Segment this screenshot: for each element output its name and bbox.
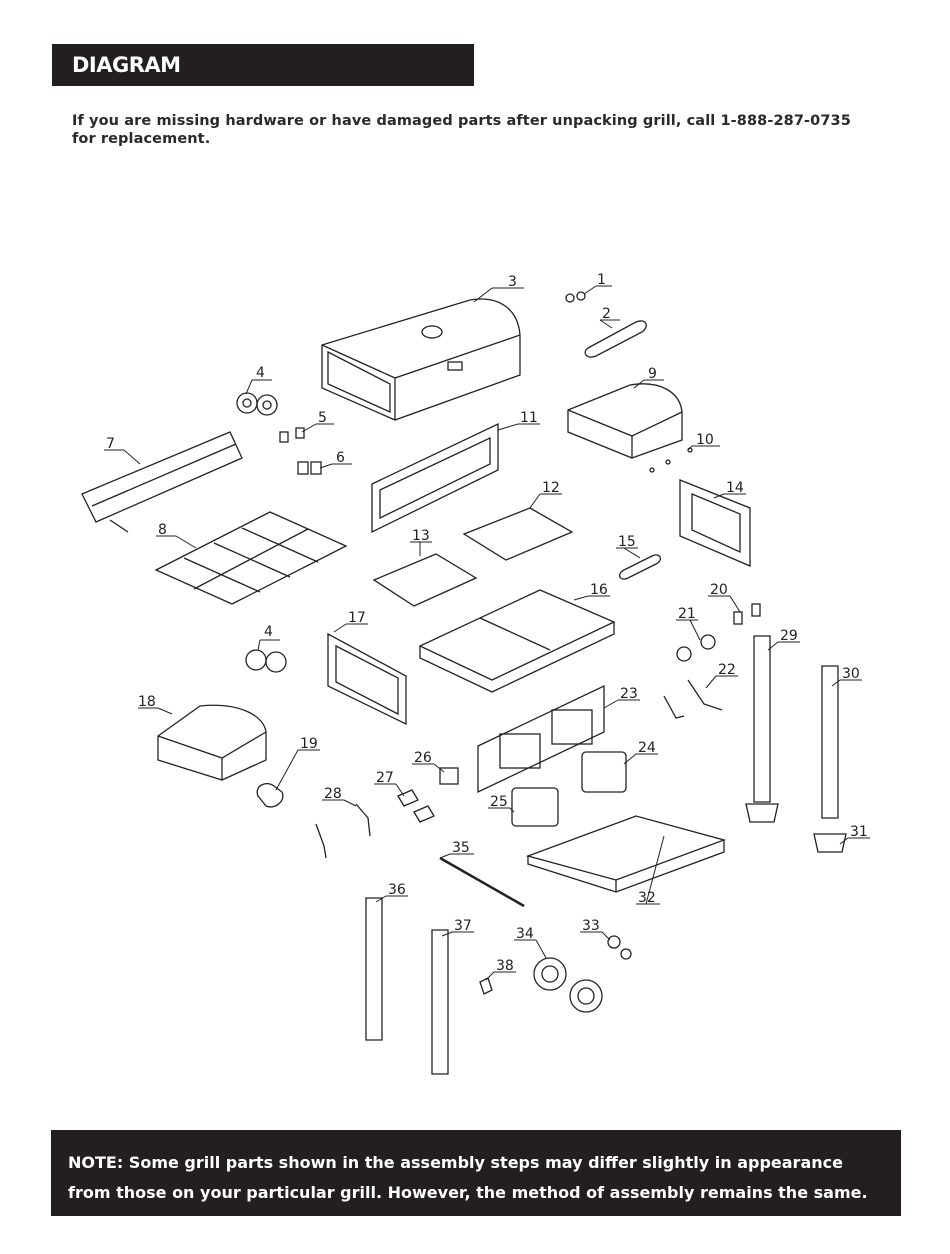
callout-16: 16 — [590, 582, 608, 598]
part-side-handle — [619, 554, 661, 580]
callout-33: 33 — [582, 918, 600, 934]
part-leg-foot — [813, 833, 847, 853]
callout-38: 38 — [496, 958, 514, 974]
callout-14: 14 — [726, 480, 744, 496]
part-control-knobs-lower — [245, 649, 287, 673]
callout-19: 19 — [300, 736, 318, 752]
part-lid — [321, 298, 521, 421]
section-title: DIAGRAM — [52, 44, 474, 86]
part-regulator-bracket — [439, 767, 459, 785]
note-line-2: from those on your particular grill. How… — [68, 1183, 868, 1202]
part-hook — [479, 977, 493, 995]
part-brackets — [279, 427, 322, 475]
part-rear-legs — [745, 635, 839, 823]
part-bottom-tray — [418, 589, 616, 693]
note-line-1: NOTE: Some grill parts shown in the asse… — [68, 1153, 843, 1172]
callout-34: 34 — [516, 926, 534, 942]
part-right-side-panel — [679, 479, 751, 567]
callout-13: 13 — [412, 528, 430, 544]
callout-32: 32 — [638, 890, 656, 906]
leader-lines — [104, 285, 870, 981]
callout-27: 27 — [376, 770, 394, 786]
part-igniters — [663, 679, 723, 719]
part-axle — [439, 856, 525, 908]
callout-29: 29 — [780, 628, 798, 644]
intro-text: If you are missing hardware or have dama… — [72, 113, 851, 147]
callout-10: 10 — [696, 432, 714, 448]
part-door-left — [511, 787, 559, 827]
callout-11: 11 — [520, 410, 538, 426]
callout-30: 30 — [842, 666, 860, 682]
callout-17: 17 — [348, 610, 366, 626]
part-wheels — [533, 957, 603, 1013]
callout-4-lower: 4 — [264, 624, 273, 640]
callout-5: 5 — [318, 410, 327, 426]
part-door-right — [581, 751, 627, 793]
part-cooking-grates — [154, 511, 348, 605]
part-knobs-right — [676, 634, 716, 662]
callout-4: 4 — [256, 365, 265, 381]
part-side-shelf-cover — [567, 383, 683, 459]
part-burner-trays — [372, 507, 574, 607]
callout-2: 2 — [602, 306, 611, 322]
part-back-panel — [371, 422, 499, 534]
part-control-knobs — [236, 392, 278, 416]
part-left-side-panel — [327, 632, 407, 726]
callout-12: 12 — [542, 480, 560, 496]
callout-3: 3 — [508, 274, 517, 290]
callout-6: 6 — [336, 450, 345, 466]
callout-25: 25 — [490, 794, 508, 810]
callout-37: 37 — [454, 918, 472, 934]
part-front-legs — [365, 897, 449, 1075]
callout-23: 23 — [620, 686, 638, 702]
part-axle-nuts — [607, 935, 632, 960]
part-hoses — [315, 803, 371, 859]
callout-9: 9 — [648, 366, 657, 382]
callout-31: 31 — [850, 824, 868, 840]
callout-20: 20 — [710, 582, 728, 598]
callout-15: 15 — [618, 534, 636, 550]
part-warming-rack — [81, 431, 243, 533]
part-front-panel — [477, 684, 605, 794]
callout-26: 26 — [414, 750, 432, 766]
part-screws — [649, 447, 693, 473]
part-bottom-shelf — [525, 815, 727, 893]
callout-8: 8 — [158, 522, 167, 538]
callout-36: 36 — [388, 882, 406, 898]
callout-7: 7 — [106, 436, 115, 452]
callout-21: 21 — [678, 606, 696, 622]
callout-22: 22 — [718, 662, 736, 678]
part-side-burner-box — [157, 704, 267, 781]
callout-24: 24 — [638, 740, 656, 756]
part-hinges — [733, 603, 761, 625]
callout-28: 28 — [324, 786, 342, 802]
part-nuts — [565, 291, 586, 303]
callout-35: 35 — [452, 840, 470, 856]
callout-18: 18 — [138, 694, 156, 710]
note-box: NOTE: Some grill parts shown in the asse… — [51, 1130, 901, 1216]
part-ring — [256, 782, 284, 808]
part-handle — [584, 320, 647, 358]
callout-1: 1 — [597, 272, 606, 288]
